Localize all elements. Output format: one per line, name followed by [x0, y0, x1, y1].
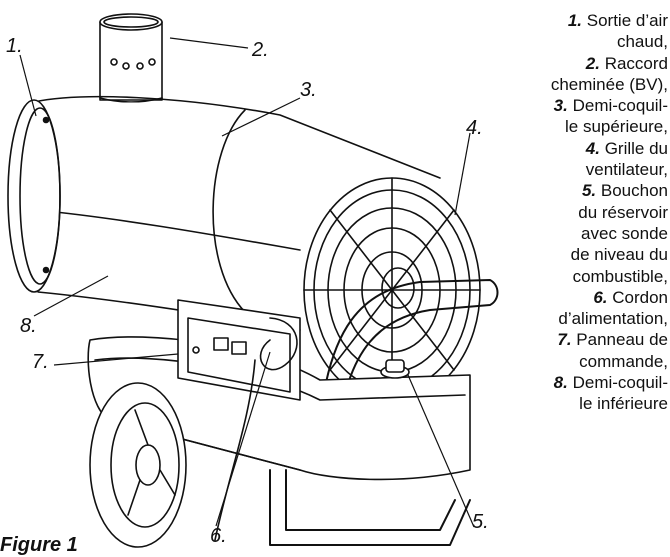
parts-legend: 1. Sortie d’air chaud, 2. Raccord chemin…	[486, 10, 668, 415]
control-panel	[177, 299, 301, 541]
callout-2: 2.	[252, 39, 269, 61]
callout-3: 3.	[300, 79, 317, 101]
legend-text: ventilateur,	[585, 160, 668, 180]
legend-line: chaud,	[486, 31, 668, 52]
legend-text: Bouchon	[596, 181, 668, 201]
legend-line: 2. Raccord	[486, 53, 668, 74]
legend-line: commande,	[486, 351, 668, 372]
legend-number: 4.	[585, 138, 600, 158]
legend-number: 5.	[581, 181, 597, 201]
legend-text: Grille du	[599, 138, 668, 158]
legend-line: 1. Sortie d’air	[486, 10, 668, 31]
legend-line: 4. Grille du	[486, 138, 668, 159]
legend-text: Demi-coquil-	[567, 373, 668, 393]
figure-caption: Figure 1	[0, 534, 78, 556]
legend-number: 2.	[585, 53, 600, 73]
legend-number: 7.	[557, 330, 572, 350]
legend-text: Panneau de	[571, 330, 668, 350]
legend-text: commande,	[579, 351, 668, 371]
legend-line: 3. Demi-coquil-	[486, 95, 668, 116]
legend-number: 3.	[553, 96, 568, 116]
legend-line: de niveau du	[486, 244, 668, 265]
legend-text: combustible,	[572, 266, 668, 286]
legend-number: 6.	[593, 287, 608, 307]
legend-number: 1.	[567, 11, 583, 30]
chimney-connector	[99, 13, 163, 103]
callout-6: 6.	[210, 525, 227, 547]
legend-text: Raccord	[599, 53, 668, 73]
legend-text: du réservoir	[578, 202, 668, 222]
legend-text: de niveau du	[570, 245, 668, 265]
callout-4: 4.	[466, 117, 483, 139]
legend-line: avec sonde	[486, 223, 668, 244]
leader-lines	[19, 37, 475, 528]
legend-number: 8.	[553, 373, 568, 393]
legend-text: Sortie d’air	[582, 11, 668, 30]
legend-line: 7. Panneau de	[486, 329, 668, 350]
legend-line: 5. Bouchon	[486, 180, 668, 201]
heater-drawing	[7, 13, 499, 548]
legend-line: d’alimentation,	[486, 308, 668, 329]
callout-7: 7.	[32, 351, 49, 373]
legend-text: Demi-coquil-	[567, 96, 668, 116]
callout-8: 8.	[20, 315, 37, 337]
frame-handle	[269, 279, 499, 546]
legend-text: le inférieure	[579, 394, 668, 414]
wheel	[89, 382, 187, 548]
legend-line: combustible,	[486, 266, 668, 287]
legend-text: chaud,	[616, 32, 668, 52]
legend-line: cheminée (BV),	[486, 74, 668, 95]
legend-text: le supérieure,	[564, 117, 668, 137]
legend-line: ventilateur,	[486, 159, 668, 180]
legend-line: le inférieure	[486, 393, 668, 414]
legend-text: Cordon	[607, 287, 668, 307]
callout-5: 5.	[472, 511, 489, 533]
legend-line: le supérieure,	[486, 116, 668, 137]
legend-line: 6. Cordon	[486, 287, 668, 308]
legend-line: du réservoir	[486, 202, 668, 223]
legend-text: d’alimentation,	[558, 309, 668, 329]
legend-text: avec sonde	[581, 223, 668, 243]
legend-line: 8. Demi-coquil-	[486, 372, 668, 393]
legend-text: cheminée (BV),	[550, 74, 668, 94]
callout-1: 1.	[6, 35, 23, 57]
